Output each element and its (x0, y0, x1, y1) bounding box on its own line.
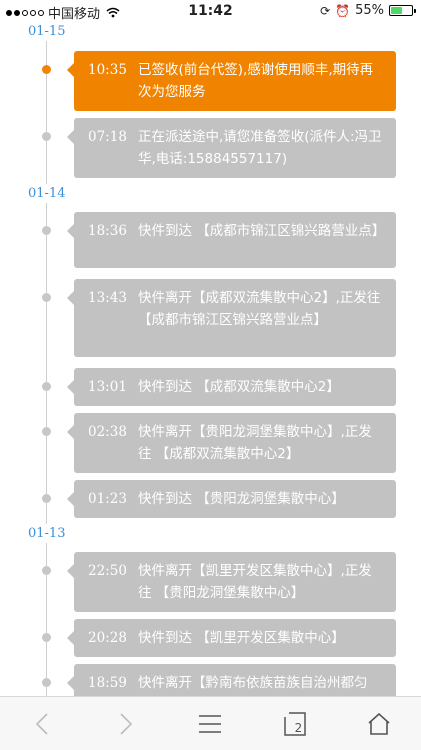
date-label: 01-14 (28, 184, 66, 203)
tracking-entry: 22:50 快件离开【凯里开发区集散中心】,正发往 【贵阳龙洞堡集散中心】 (67, 552, 396, 612)
home-icon (368, 712, 390, 735)
back-button[interactable] (22, 704, 62, 744)
entry-text: 已签收(前台代签),感谢使用顺丰,期待再次为您服务 (138, 62, 374, 100)
entry-time: 13:01 (88, 379, 127, 395)
entry-time: 18:59 (88, 675, 127, 691)
timeline-node (42, 566, 51, 575)
tracking-entry: 18:59 快件离开【黔南布依族苗族自治州都匀市】,正发往 【凯里开发区集散中心】 (67, 664, 396, 696)
timeline-node-current (42, 65, 51, 74)
entry-time: 07:18 (88, 129, 127, 145)
browser-toolbar: 2 (0, 696, 421, 750)
tracking-entry-current: 10:35 已签收(前台代签),感谢使用顺丰,期待再次为您服务 (67, 51, 396, 111)
tracking-entry: 07:18 正在派送途中,请您准备签收(派件人:冯卫华,电话:1588455711… (67, 118, 396, 178)
battery-level (391, 7, 402, 14)
tracking-entry: 20:28 快件到达 【凯里开发区集散中心】 (67, 619, 396, 657)
tracking-entry: 02:38 快件离开【贵阳龙洞堡集散中心】,正发往 【成都双流集散中心2】 (67, 413, 396, 473)
timeline-line (46, 24, 47, 696)
entry-text: 快件离开【凯里开发区集散中心】,正发往 【贵阳龙洞堡集散中心】 (138, 563, 372, 601)
timeline-node (42, 132, 51, 141)
entry-text: 快件离开【黔南布依族苗族自治州都匀市】,正发往 【凯里开发区集散中心】 (138, 675, 368, 691)
tracking-entry: 01:23 快件到达 【贵阳龙洞堡集散中心】 (67, 480, 396, 518)
carrier-name: 中国移动 (48, 7, 101, 22)
entry-time: 20:28 (88, 630, 127, 646)
tracking-entry: 18:36 快件到达 【成都市锦江区锦兴路营业点】 (67, 212, 396, 268)
rotation-lock-icon: ⟳ (320, 3, 331, 18)
timeline-node (42, 678, 51, 687)
forward-button[interactable] (106, 704, 146, 744)
tabs-icon (283, 711, 306, 736)
entry-text: 快件到达 【成都双流集散中心2】 (138, 379, 340, 395)
date-label: 01-15 (28, 24, 66, 41)
timeline-node (42, 226, 51, 235)
entry-time: 13:43 (88, 290, 127, 306)
chevron-right-icon (120, 712, 133, 735)
chevron-left-icon (35, 712, 48, 735)
home-button[interactable] (359, 704, 399, 744)
entry-time: 18:36 (88, 223, 127, 239)
menu-icon (199, 714, 222, 733)
timeline-node (42, 494, 51, 503)
tracking-entry: 13:43 快件离开【成都双流集散中心2】,正发往 【成都市锦江区锦兴路营业点】 (67, 279, 396, 357)
menu-button[interactable] (190, 704, 230, 744)
entry-text: 快件到达 【凯里开发区集散中心】 (138, 630, 345, 646)
entry-text: 快件离开【贵阳龙洞堡集散中心】,正发往 【成都双流集散中心2】 (138, 424, 372, 462)
entry-time: 01:23 (88, 491, 127, 507)
entry-time: 02:38 (88, 424, 127, 440)
tracking-entry: 13:01 快件到达 【成都双流集散中心2】 (67, 368, 396, 406)
tracking-timeline[interactable]: 01-15 10:35 已签收(前台代签),感谢使用顺丰,期待再次为您服务 07:18… (0, 24, 421, 696)
timeline-node (42, 633, 51, 642)
alarm-icon: ⏰ (335, 3, 351, 18)
status-left: 中国移动 (6, 3, 120, 22)
entry-text: 快件到达 【成都市锦江区锦兴路营业点】 (138, 223, 386, 239)
status-right: ⟳ ⏰ 55% (320, 3, 416, 18)
status-bar: 中国移动 11:42 ⟳ ⏰ 55% (0, 0, 421, 24)
entry-text: 正在派送途中,请您准备签收(派件人:冯卫华,电话:15884557117) (138, 129, 382, 167)
timeline-node (42, 293, 51, 302)
wifi-icon (106, 7, 120, 18)
timeline-node (42, 382, 51, 391)
entry-time: 10:35 (88, 62, 127, 78)
tabs-button[interactable]: 2 (275, 704, 315, 744)
tab-count: 2 (294, 720, 303, 735)
entry-text: 快件离开【成都双流集散中心2】,正发往 【成都市锦江区锦兴路营业点】 (138, 290, 381, 328)
entry-time: 22:50 (88, 563, 127, 579)
battery-percent: 55% (355, 3, 384, 18)
timeline-node (42, 427, 51, 436)
status-time: 11:42 (188, 3, 233, 19)
entry-text: 快件到达 【贵阳龙洞堡集散中心】 (138, 491, 345, 507)
date-label: 01-13 (28, 524, 66, 543)
signal-strength-icon (6, 9, 44, 16)
battery-icon (389, 5, 416, 16)
